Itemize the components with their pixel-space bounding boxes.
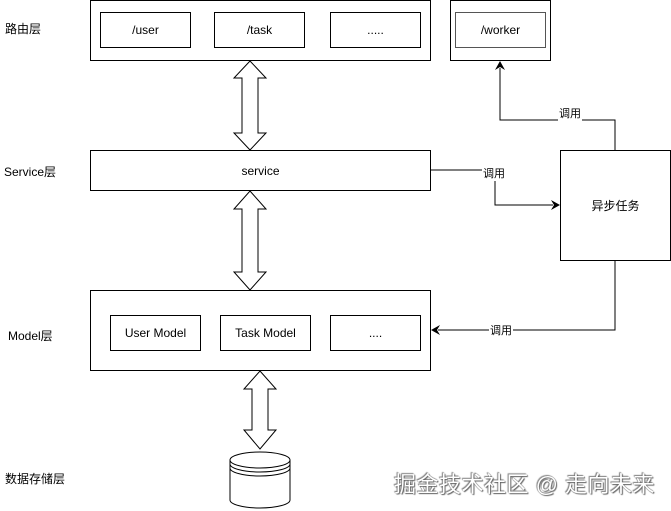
route-more[interactable]: ..... [330, 12, 421, 48]
edge-async-to-model [431, 261, 616, 335]
route-task[interactable]: /task [214, 12, 305, 48]
edge-label-service-to-async: 调用 [482, 165, 506, 181]
storage-layer-label: 数据存储层 [5, 472, 66, 486]
model-task[interactable]: Task Model [220, 315, 311, 351]
model-layer-label: Model层 [8, 329, 53, 343]
route-user[interactable]: /user [100, 12, 191, 48]
double-arrow-model-storage [242, 370, 278, 450]
model-more[interactable]: .... [330, 315, 421, 351]
service-box[interactable]: service [90, 150, 431, 191]
routing-layer-label: 路由层 [5, 22, 42, 36]
double-arrow-routing-service [232, 60, 268, 151]
database-cylinder-icon [229, 451, 291, 509]
edge-async-to-worker [495, 61, 616, 150]
async-task-box[interactable]: 异步任务 [560, 150, 671, 261]
service-layer-label: Service层 [4, 165, 57, 179]
edge-label-async-to-worker: 调用 [558, 105, 582, 121]
watermark: 掘金技术社区 @ 走向未来 [394, 472, 656, 497]
model-user[interactable]: User Model [110, 315, 201, 351]
edge-label-async-to-model: 调用 [489, 322, 513, 338]
double-arrow-service-model [232, 190, 268, 291]
route-worker[interactable]: /worker [455, 12, 546, 48]
